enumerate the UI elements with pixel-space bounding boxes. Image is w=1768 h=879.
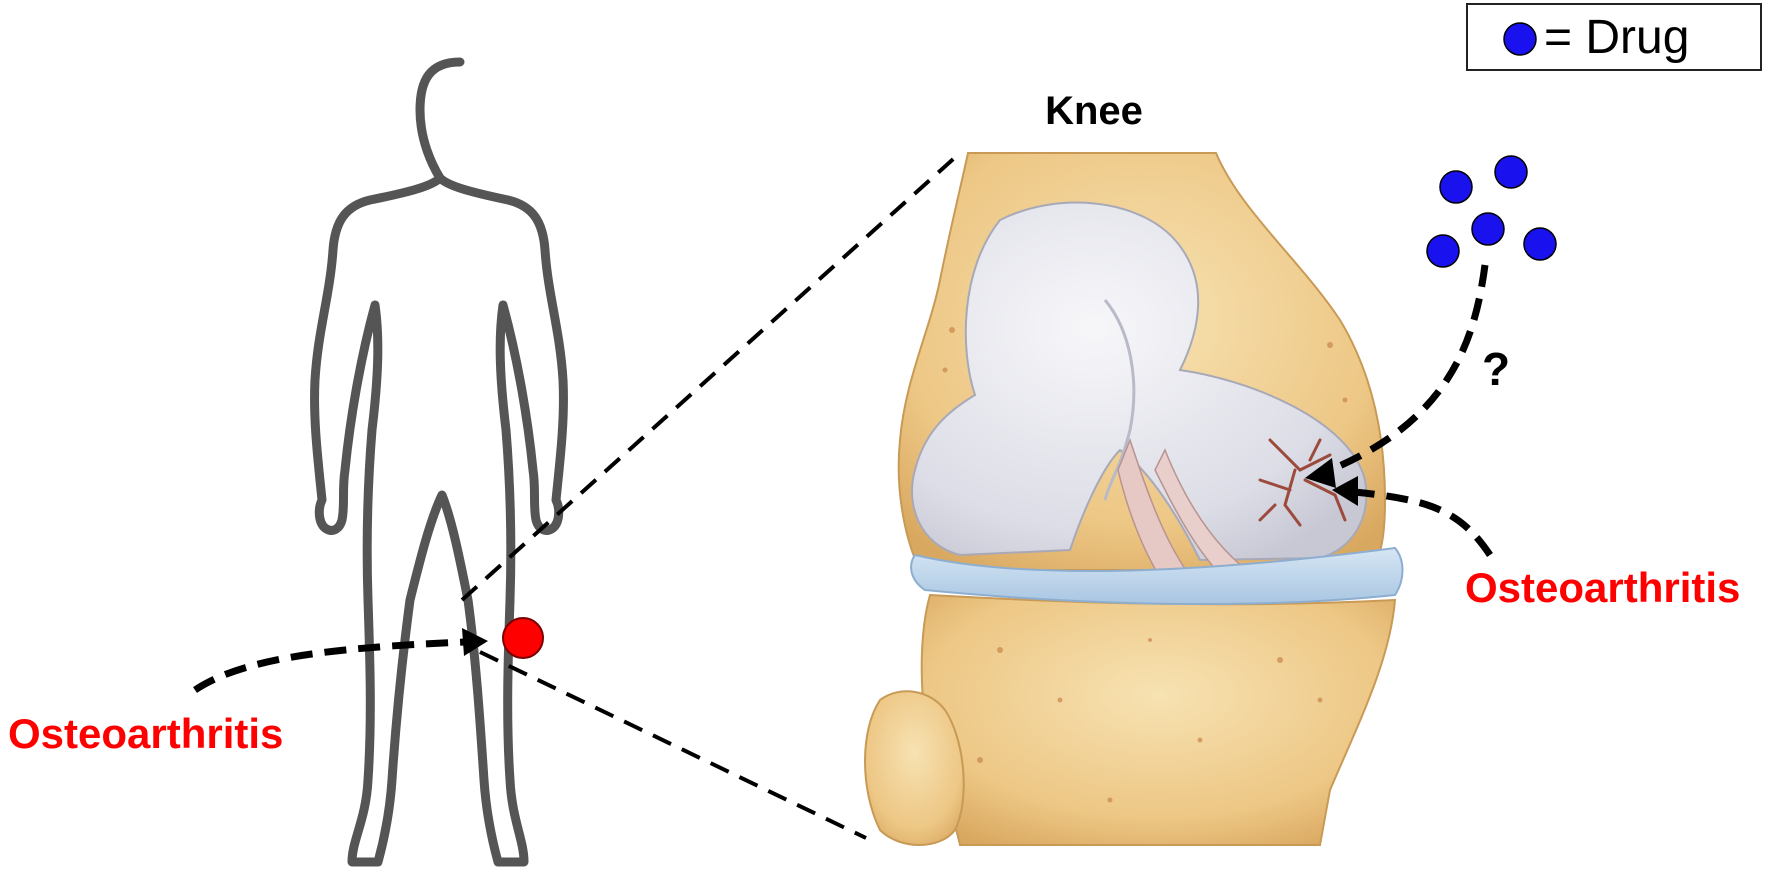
drug-cluster bbox=[1427, 156, 1556, 267]
legend: = Drug bbox=[1466, 3, 1762, 71]
drug-dot-icon bbox=[1495, 156, 1527, 188]
drug-dot-icon bbox=[1440, 171, 1472, 203]
legend-drug-dot-icon bbox=[1490, 9, 1550, 69]
drug-dot-icon bbox=[1472, 213, 1504, 245]
legend-text: = Drug bbox=[1544, 9, 1689, 67]
knee-anatomy-icon bbox=[865, 153, 1403, 845]
arrow-left bbox=[195, 628, 488, 690]
osteoarthritis-label-right: Osteoarthritis bbox=[1465, 564, 1740, 611]
question-mark: ? bbox=[1482, 343, 1510, 395]
human-silhouette-icon bbox=[315, 62, 564, 862]
osteoarthritis-label-left: Osteoarthritis bbox=[8, 710, 283, 757]
knee-highlight-dot bbox=[503, 618, 543, 658]
zoom-line-bottom bbox=[480, 652, 866, 838]
knee-label: Knee bbox=[1045, 89, 1143, 133]
drug-dot-icon bbox=[1427, 235, 1459, 267]
drug-dot-icon bbox=[1524, 228, 1556, 260]
